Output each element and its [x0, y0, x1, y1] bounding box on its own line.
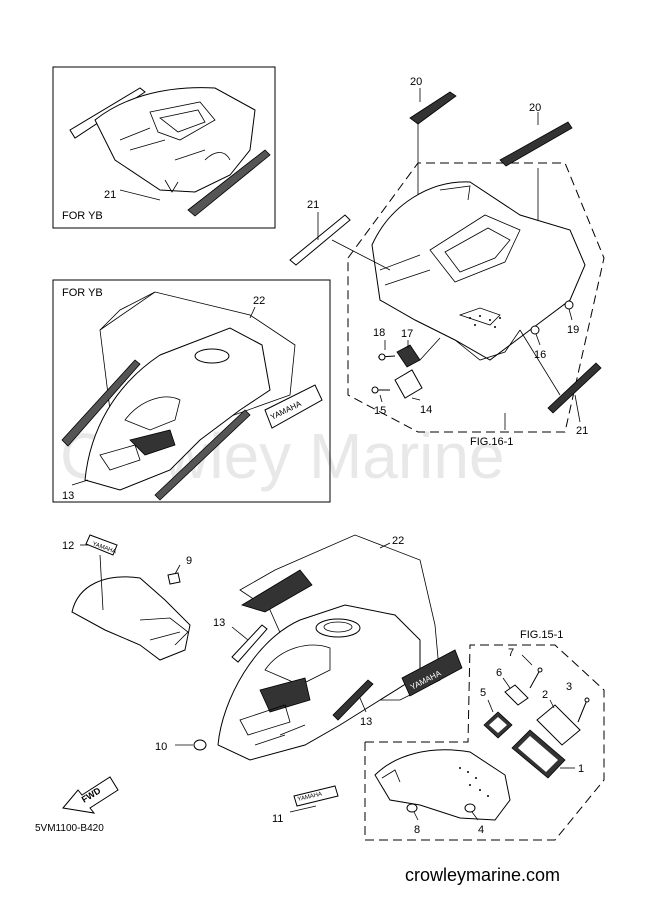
- callout-14: 14: [420, 404, 432, 416]
- callout-10: 10: [155, 741, 167, 753]
- plate-17: [396, 344, 421, 368]
- rear-fender: [371, 181, 586, 361]
- callout-21b: 21: [307, 199, 319, 211]
- decal-13-left: [231, 624, 268, 663]
- callout-3: 3: [566, 681, 572, 693]
- front-inset-label: FOR YB: [62, 287, 103, 299]
- callout-7: 7: [508, 647, 514, 659]
- fwd-arrow-icon: FWD: [62, 776, 119, 814]
- callout-17: 17: [401, 328, 413, 340]
- callout-9: 9: [186, 555, 192, 567]
- decal-22-dark-strip: [241, 569, 313, 613]
- nut-8: [406, 803, 418, 813]
- callout-16: 16: [534, 349, 546, 361]
- inset-fuel-cap: [194, 348, 230, 364]
- front-fender: [217, 604, 421, 761]
- callout-21: 21: [104, 189, 116, 201]
- callout-22a: 22: [253, 295, 265, 307]
- callout-12: 12: [62, 540, 74, 552]
- fig16-dashed-outline: [347, 162, 605, 433]
- callout-22b: 22: [392, 535, 404, 547]
- callout-5: 5: [480, 687, 486, 699]
- callout-20a: 20: [410, 76, 422, 88]
- callout-2: 2: [542, 689, 548, 701]
- screw-7: [529, 669, 541, 689]
- front-cover-12: YAMAHA: [71, 534, 191, 661]
- grommet-10: [193, 739, 207, 751]
- callout-15: 15: [374, 405, 386, 417]
- decal-20-left: [409, 91, 457, 125]
- svg-text:YAMAHA: YAMAHA: [297, 791, 323, 802]
- front-fender-group: YAMAHA 12 9 22 13 13 YAMAHA: [35, 534, 463, 834]
- callout-13b: 13: [213, 617, 225, 629]
- nut-4: [464, 803, 476, 813]
- rear-fender-group: 20 20 21 21 19 16: [289, 76, 605, 448]
- front-inset-frame: [52, 279, 331, 503]
- callout-18: 18: [373, 327, 385, 339]
- decal-21-right: [547, 362, 602, 414]
- decal-20-right: [499, 121, 573, 167]
- rear-storage-box: [429, 214, 521, 283]
- nut-16: [530, 325, 540, 335]
- inset-rear-fender: [94, 87, 256, 193]
- inset-stripe-left: [61, 359, 141, 447]
- plate-2: [536, 704, 581, 746]
- bracket-14: [394, 369, 423, 399]
- front-vent: [259, 677, 311, 713]
- callout-13a: 13: [62, 490, 74, 502]
- grommet-19: [564, 300, 574, 310]
- fig15-group: FIG.15-1 1 2 3 5 6 7: [364, 629, 605, 841]
- callout-21c: 21: [576, 425, 588, 437]
- rear-inset-label: FOR YB: [62, 210, 103, 222]
- mud-flap: [374, 749, 511, 821]
- fig15-dashed-outline: [364, 644, 605, 841]
- decal-13-right: [332, 679, 374, 721]
- inset-stripe-right: [154, 409, 251, 501]
- callout-19: 19: [567, 324, 579, 336]
- rear-fender-inset: 21 FOR YB: [52, 66, 276, 229]
- emblem-12: [85, 534, 118, 556]
- callout-20b: 20: [529, 102, 541, 114]
- screw-3: [577, 699, 588, 723]
- decal-21-strip: [289, 214, 351, 266]
- decal-9: [167, 572, 181, 585]
- front-fender-inset: FOR YB 22 YAMAHA 13: [52, 279, 331, 503]
- diagram-code: 5VM1100-B420: [35, 823, 104, 834]
- callout-4: 4: [478, 824, 484, 836]
- callout-1: 1: [578, 763, 584, 775]
- callout-6: 6: [496, 667, 502, 679]
- fig15-reference: FIG.15-1: [520, 629, 563, 641]
- emblem-11: [293, 785, 339, 807]
- inset-rear-storage: [149, 101, 216, 141]
- website-label: crowleymarine.com: [405, 865, 560, 885]
- inset-rear-lower-stripe: [187, 149, 271, 217]
- callout-13c: 13: [360, 716, 372, 728]
- callout-11: 11: [272, 813, 283, 825]
- callout-8: 8: [414, 824, 420, 836]
- fig16-reference: FIG.16-1: [470, 436, 513, 448]
- plate-6: [504, 684, 529, 706]
- rear-inset-frame: [52, 66, 276, 229]
